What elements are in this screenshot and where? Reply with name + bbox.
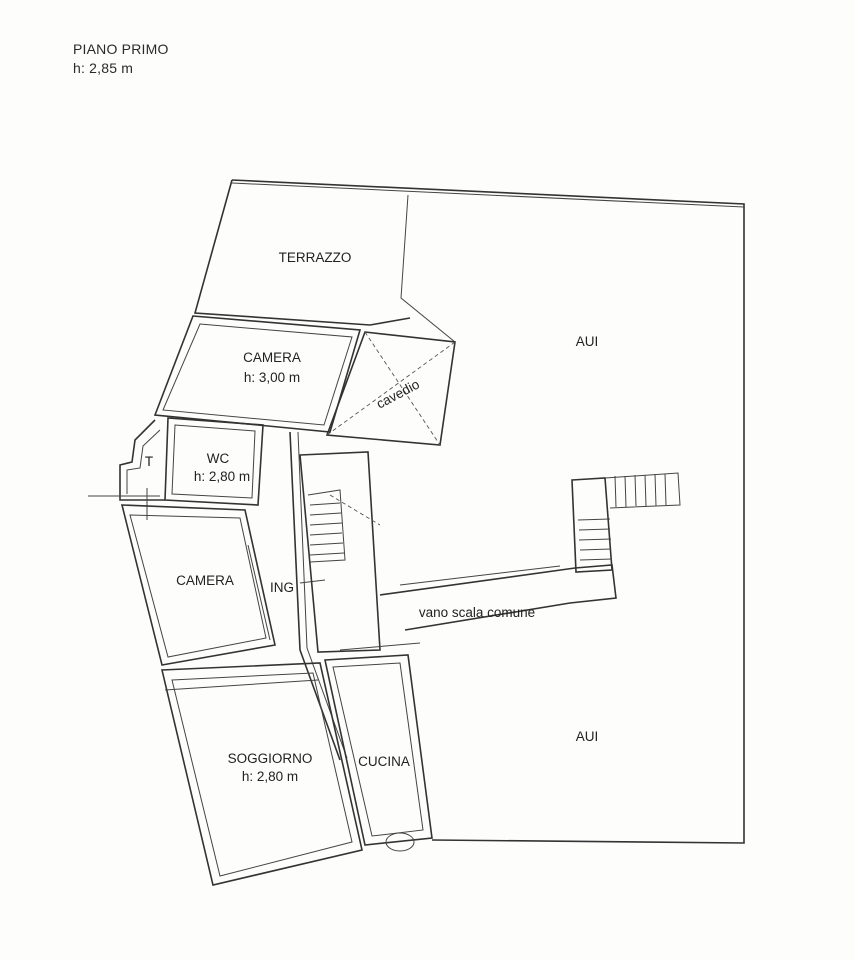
camera-top-walls (153, 315, 362, 433)
stair-left (299, 451, 381, 653)
stair-right (571, 472, 681, 573)
wc-walls (88, 417, 264, 520)
vano-scala-label: vano scala comune (419, 605, 535, 620)
camera-left-label: CAMERA (176, 573, 234, 588)
cucina-label: CUCINA (358, 754, 410, 769)
ing-label: ING (270, 580, 294, 595)
terrazzo-outline (193, 179, 456, 343)
cucina-walls (324, 654, 433, 852)
terrazzo-label: TERRAZZO (279, 250, 352, 265)
t-label: T (145, 454, 153, 469)
floor-title: PIANO PRIMO (73, 41, 169, 57)
soggiorno-walls (160, 662, 363, 886)
aui-bottom-label: AUI (576, 729, 599, 744)
plan-header: PIANO PRIMO h: 2,85 m (73, 40, 169, 78)
wc-label: WC (207, 451, 230, 466)
aui-boundary (231, 179, 745, 844)
aui-top-label: AUI (576, 334, 599, 349)
camera-left-walls (120, 504, 276, 666)
floor-height: h: 2,85 m (73, 60, 134, 76)
soggiorno-label: SOGGIORNO (228, 751, 313, 766)
soggiorno-height: h: 2,80 m (242, 769, 298, 784)
camera-top-label: CAMERA (243, 350, 301, 365)
ingresso-walls (289, 431, 348, 761)
camera-top-height: h: 3,00 m (244, 370, 300, 385)
wc-height: h: 2,80 m (194, 469, 250, 484)
vano-scala-walls (339, 564, 617, 651)
